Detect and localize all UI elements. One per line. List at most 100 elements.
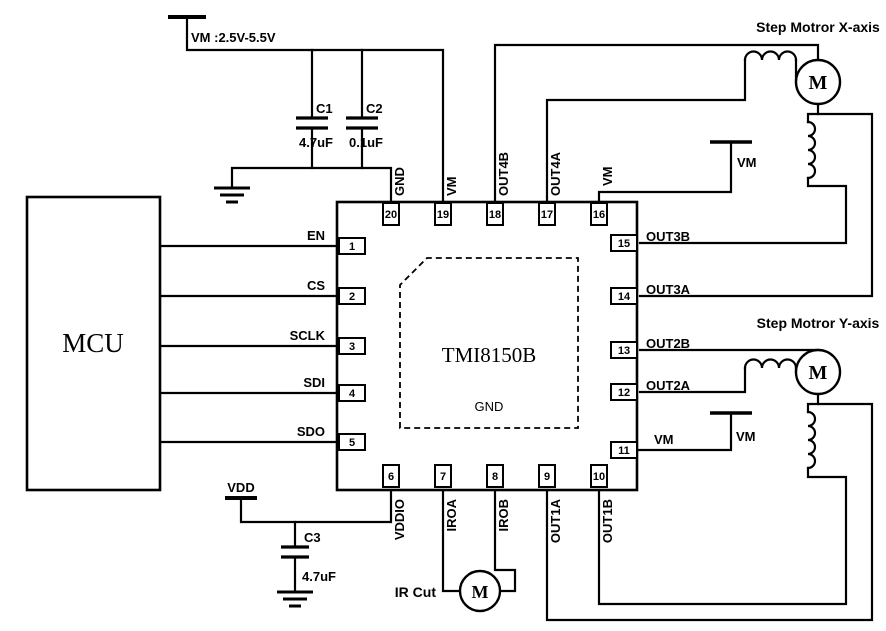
pin-label-out4a: OUT4A	[548, 151, 563, 196]
pin-label-out2b: OUT2B	[646, 336, 690, 351]
motor-y-circle	[794, 348, 842, 396]
pin-label-vm16: VM	[600, 167, 615, 187]
pin-box-17	[538, 202, 556, 226]
pin-number-7: 7	[440, 471, 446, 483]
pin-label-iroa: IROA	[444, 498, 459, 531]
pin-box-20	[382, 202, 400, 226]
c2-value: 0.1uF	[349, 135, 383, 150]
wire-iroa-to-motor	[441, 488, 462, 593]
pin-box-16	[590, 202, 608, 226]
coil-y-vertical	[806, 410, 817, 470]
wire-out4b-to-motor-x	[493, 43, 820, 205]
labels: VM :2.5V-5.5V C1 4.7uF C2 0.1uF VDD C3 4…	[62, 19, 880, 602]
c2-ref: C2	[366, 101, 383, 116]
c1-value: 4.7uF	[299, 135, 333, 150]
pin-box-4	[338, 384, 366, 402]
pin-label-en: EN	[307, 228, 325, 243]
pin-label-cs: CS	[307, 278, 325, 293]
pin-number-11: 11	[618, 445, 630, 457]
pin-box-12	[610, 383, 638, 401]
pin-label-sdi: SDI	[303, 375, 325, 390]
wire-pin11-to-vm-flag	[635, 411, 733, 452]
pin-box-1	[338, 237, 366, 255]
pin-label-vm19: VM	[444, 177, 459, 197]
symbols	[168, 15, 817, 608]
vdd-label: VDD	[227, 480, 254, 495]
pin-number-12: 12	[618, 387, 630, 399]
motor-y-symbol: M	[809, 362, 828, 384]
pin-label-sclk: SCLK	[290, 328, 326, 343]
pin-number-15: 15	[618, 238, 630, 250]
pin-number-18: 18	[489, 209, 501, 221]
pin-box-5	[338, 433, 366, 451]
capacitor-c3	[281, 545, 309, 559]
wires	[158, 16, 874, 622]
chip-name: TMI8150B	[442, 343, 537, 367]
pin-box-2	[338, 287, 366, 305]
pin-box-19	[434, 202, 452, 226]
pin-number-8: 8	[492, 471, 498, 483]
coil-x-vertical	[806, 120, 817, 180]
wire-out1a-to-coil	[545, 402, 874, 622]
wire-pin16-to-vm-flag	[597, 140, 733, 205]
pin-box-8	[486, 464, 504, 488]
pin-number-1: 1	[349, 241, 355, 253]
motor-x-title: Step Motror X-axis	[756, 19, 880, 35]
mcu-block	[25, 195, 162, 492]
c3-value: 4.7uF	[302, 569, 336, 584]
pin-number-10: 10	[593, 471, 605, 483]
pin-label-vm11: VM	[654, 432, 674, 447]
pin-box-15	[610, 234, 638, 252]
vm-rail-label: VM :2.5V-5.5V	[191, 30, 276, 45]
pin-label-gnd: GND	[392, 167, 407, 196]
wire-out1b-to-coil	[597, 466, 848, 606]
capacitor-c1	[296, 116, 328, 130]
motor-y-title: Step Motror Y-axis	[757, 315, 880, 331]
mcu-label: MCU	[62, 328, 124, 358]
pin-number-5: 5	[349, 437, 355, 449]
wire-out4a-to-coil-x	[545, 58, 747, 205]
motor-ircut-title: IR Cut	[395, 584, 437, 600]
pin-number-2: 2	[349, 291, 355, 303]
pin-number-9: 9	[544, 471, 550, 483]
c1-ref: C1	[316, 101, 333, 116]
pin-number-6: 6	[388, 471, 394, 483]
pin-label-out1a: OUT1A	[548, 498, 563, 543]
pin-label-vddio: VDDIO	[392, 499, 407, 540]
ground-symbol-bottom	[277, 590, 313, 608]
pin-number-4: 4	[349, 388, 356, 400]
coil-y-horizontal	[743, 358, 798, 370]
ground-symbol-top	[214, 186, 250, 204]
pin-number-16: 16	[593, 209, 605, 221]
wire-out3a-to-coil	[638, 112, 874, 298]
pin-box-14	[610, 287, 638, 305]
chip-gnd-label: GND	[475, 399, 504, 414]
pin-label-out3b: OUT3B	[646, 229, 690, 244]
motor-x-symbol: M	[809, 72, 828, 94]
pin-box-10	[590, 464, 608, 488]
motor-ircut-circle	[458, 569, 502, 613]
pin-box-13	[610, 341, 638, 359]
wire-vdd-to-vddio	[239, 488, 393, 524]
wire-out3b-to-coil	[638, 176, 848, 245]
pin-box-9	[538, 464, 556, 488]
motor-x-circle	[794, 58, 842, 106]
c3-ref: C3	[304, 530, 321, 545]
pin-number-19: 19	[437, 209, 449, 221]
pin-box-6	[382, 464, 400, 488]
pin-number-14: 14	[618, 291, 631, 303]
vm-flag-bottom-right-label: VM	[736, 429, 756, 444]
wire-irob-to-motor	[493, 488, 517, 593]
motor-ircut-symbol: M	[472, 582, 489, 602]
pin-label-irob: IROB	[496, 499, 511, 532]
chip-thermal-pad-outline	[399, 257, 579, 429]
pin-box-18	[486, 202, 504, 226]
capacitor-c2	[346, 116, 378, 130]
coil-x-horizontal	[743, 50, 798, 62]
pin-number-20: 20	[385, 209, 397, 221]
pin-label-sdo: SDO	[297, 424, 325, 439]
wire-out2a-to-coil-y	[638, 366, 747, 394]
vm-flag-top-right-label: VM	[737, 155, 757, 170]
